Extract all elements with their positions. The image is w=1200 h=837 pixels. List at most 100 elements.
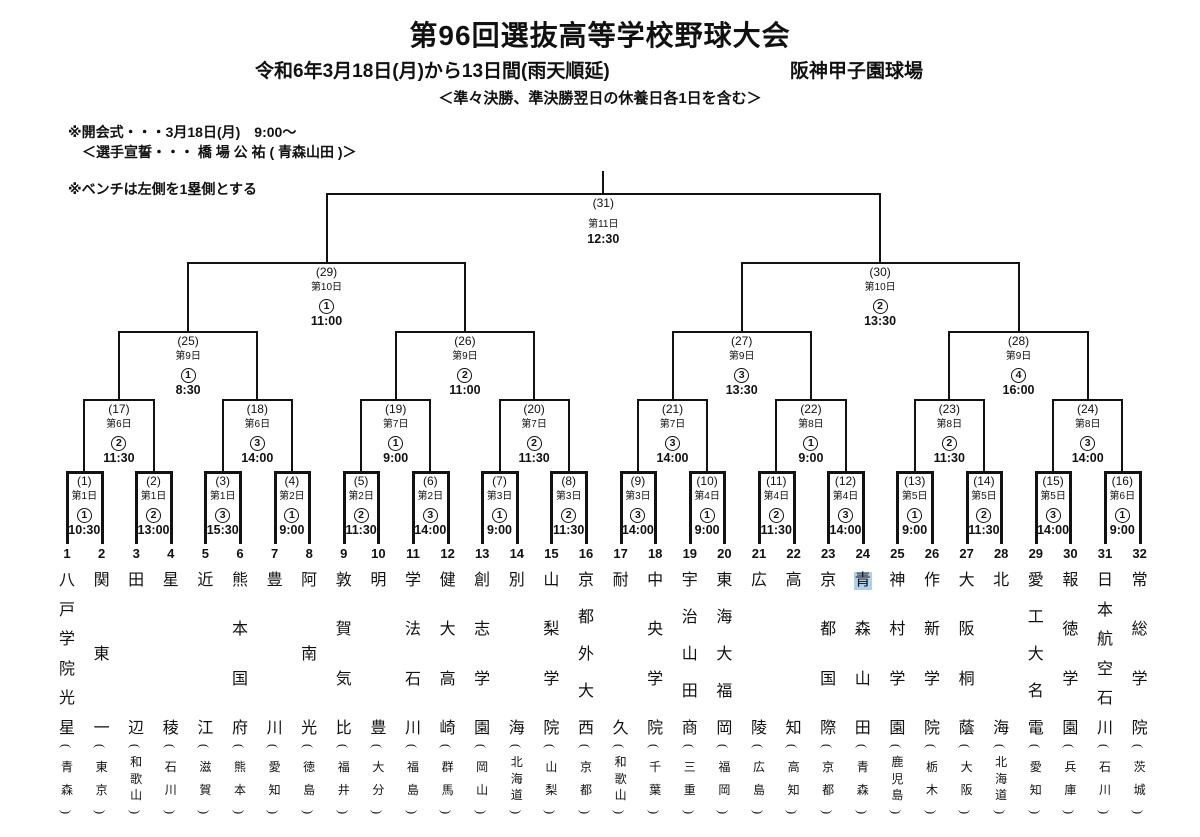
team-number: 27 [959,546,974,561]
game-order-circled-number: 1 [76,508,92,523]
prefecture-char: 京 [579,760,592,775]
game-day: 第7日 [659,419,686,430]
prefecture-char: 川 [1098,782,1111,797]
game-day: 第4日 [763,491,790,502]
team-prefecture: (東京) [84,740,120,818]
game-time: 14:00 [1071,451,1104,465]
team-name: 明豊 [360,572,396,738]
game-number: (25) [177,334,199,348]
match-box-side [204,471,208,544]
team-name-char: 創 [474,572,491,589]
vertical-paren-open: ( [197,743,213,749]
game-time: 9:00 [383,451,409,465]
team-number: 15 [544,546,559,561]
game-number: (1) [76,474,92,488]
game-order-circled-number: 2 [976,508,992,523]
team-number: 24 [855,546,871,561]
winner-line [879,193,882,264]
game-number: (6) [422,474,438,488]
team-name-char: 国 [820,670,837,688]
game-order-circled-number: 3 [249,436,265,451]
game-number: (8) [561,474,577,488]
match-box-side [446,471,450,544]
team-name-char: 大 [958,572,975,589]
game-number: (10) [696,474,718,488]
vertical-paren-open: ( [785,743,801,749]
vertical-paren-close: ) [854,809,870,815]
team-name-char: 田 [128,572,145,589]
team-name-char: 海 [508,720,525,737]
game-number: (16) [1111,474,1133,488]
team-number: 8 [305,546,313,561]
vertical-paren-open: ( [647,743,663,749]
team-name: 阿南光 [291,572,327,738]
team-name: 別海 [499,572,535,738]
team-name-char: 報 [1062,572,1079,589]
game-day: 第5日 [901,491,928,502]
team-number: 7 [270,546,279,561]
game-order-circled-number: 2 [561,508,577,523]
team-name-char: 山 [543,572,560,589]
winner-line [187,262,190,333]
game-order-circled-number: 2 [941,436,957,451]
prefecture-char: 福 [718,760,731,775]
team-prefecture: (千葉) [637,740,673,818]
prefecture-char: 兵 [1064,760,1077,775]
game-day: 第8日 [1074,419,1101,430]
vertical-paren-close: ) [820,809,836,815]
winner-line [913,399,916,473]
team-number: 20 [717,546,732,561]
game-number: (5) [353,474,369,488]
team-prefecture: (愛知) [257,740,293,818]
player-pledge-note: ＜選手宣誓・・・ 橋 場 公 祐 ( 青森山田 )＞ [82,144,357,160]
match-box-side [273,471,277,544]
game-time: 9:00 [279,523,305,537]
prefecture-char: 都 [579,782,592,797]
team-name-char: 治 [681,609,698,626]
winner-line [117,331,120,401]
team-name-char: 本 [1096,601,1113,619]
game-day: 第2日 [279,491,305,502]
team-name-char: 央 [647,621,664,639]
team-name-char: 商 [681,720,698,737]
team-name-char: 敦 [335,572,352,589]
team-name-char: 豊 [370,720,387,737]
team-name-char: 南 [301,646,318,663]
winner-line [567,399,570,473]
team-name: 近江 [187,572,223,738]
team-number: 11 [406,546,420,561]
team-name-char: 宇 [681,572,698,589]
team-name-char: 院 [647,719,664,737]
team-name-char: 徳 [1062,621,1079,639]
team-name-char: 京 [820,572,837,589]
match-box-side [1069,471,1073,544]
prefecture-char: 三 [683,760,696,775]
prefecture-char: 滋 [199,760,212,775]
team-name-char: 高 [439,670,456,688]
team-name: 創志学園 [464,572,500,738]
team-prefecture: (熊本) [222,740,258,818]
vertical-paren-open: ( [1062,743,1078,749]
team-prefecture: (京都) [568,740,604,818]
team-name-char: 光 [58,690,75,708]
team-name-char: 梨 [543,621,560,639]
game-order: 2 [904,433,994,451]
game-order: 3 [628,433,718,451]
team-name-char: 比 [335,719,352,737]
team-number: 26 [924,546,940,561]
prefecture-char: 千 [649,760,662,775]
prefecture-char: 鹿 [891,754,904,769]
